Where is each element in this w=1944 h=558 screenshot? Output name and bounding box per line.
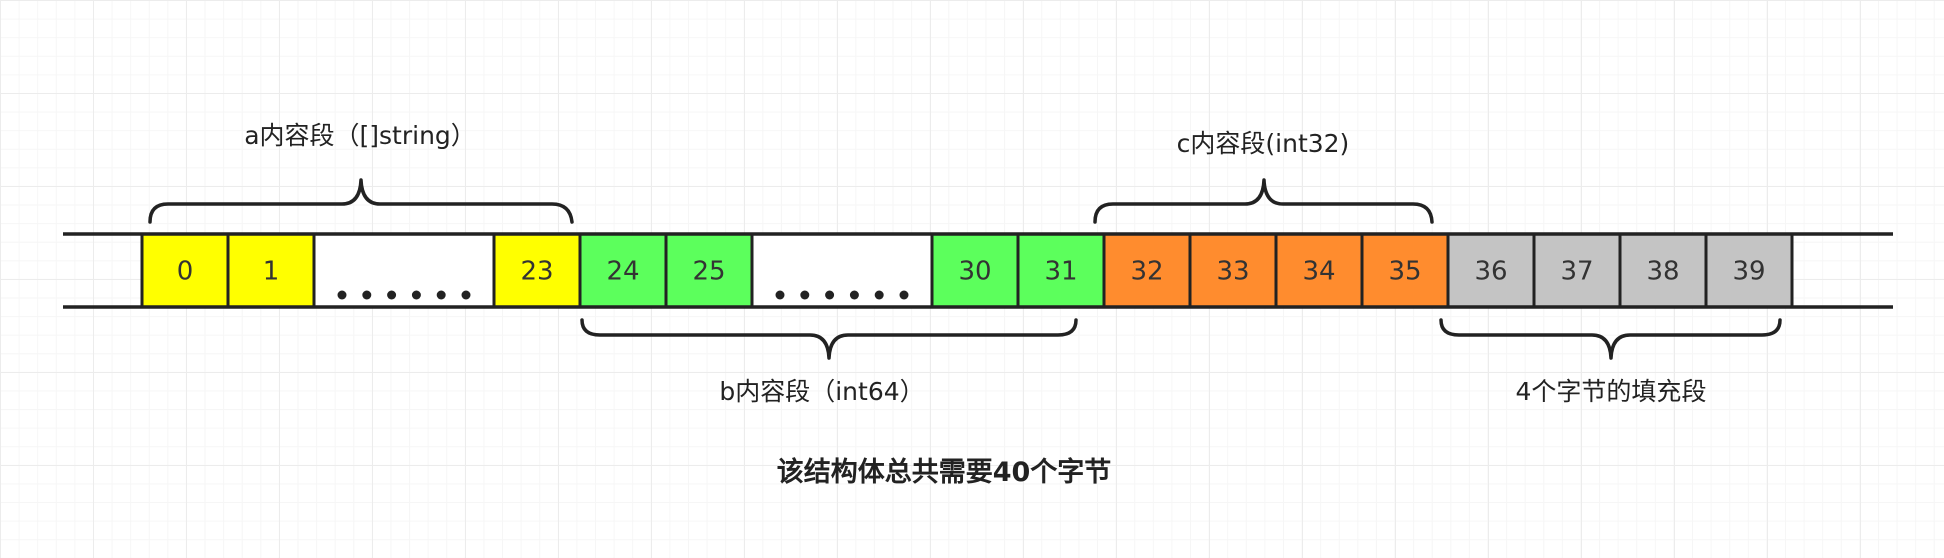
- byte-index-label: 23: [520, 257, 553, 287]
- byte-cell: 37: [1532, 232, 1622, 309]
- ellipsis-dot: [411, 290, 421, 300]
- ellipsis-dot: [461, 290, 471, 300]
- cell-rect: [1274, 232, 1364, 309]
- ellipsis-dot: [387, 290, 397, 300]
- cell-rect: [930, 232, 1020, 309]
- byte-index-label: 31: [1044, 257, 1077, 287]
- b-segment-brace: [580, 318, 1078, 360]
- byte-cell: 25: [664, 232, 754, 309]
- byte-index-label: 35: [1388, 257, 1421, 287]
- total-size-caption: 该结构体总共需要40个字节: [777, 456, 1112, 488]
- ellipsis-dot: [849, 290, 859, 300]
- a-segment-brace: [148, 178, 574, 224]
- ellipsis-gap: [750, 232, 934, 309]
- cell-rect: [664, 232, 754, 309]
- byte-index-label: 32: [1130, 257, 1163, 287]
- padding-segment-label: 4个字节的填充段: [1516, 377, 1707, 406]
- a-segment-label: a内容段（[]string）: [244, 121, 476, 150]
- byte-index-label: 36: [1474, 257, 1507, 287]
- byte-index-label: 24: [606, 257, 639, 287]
- byte-index-label: 0: [177, 257, 194, 287]
- ellipsis-dot: [436, 290, 446, 300]
- byte-cell: 24: [578, 232, 668, 309]
- byte-cell: 34: [1274, 232, 1364, 309]
- cell-rect: [1102, 232, 1192, 309]
- cell-rect: [1704, 232, 1794, 309]
- byte-index-label: 33: [1216, 257, 1249, 287]
- c-segment-label: c内容段(int32): [1177, 129, 1350, 158]
- c-segment-brace: [1093, 178, 1434, 224]
- ellipsis-dot: [825, 290, 835, 300]
- cell-rect: [1618, 232, 1708, 309]
- byte-cell: 38: [1618, 232, 1708, 309]
- byte-cell: 30: [930, 232, 1020, 309]
- byte-cell: 39: [1704, 232, 1794, 309]
- byte-cell: 33: [1188, 232, 1278, 309]
- byte-index-label: 25: [692, 257, 725, 287]
- memory-cells: 0 1 23 24 25 30 31 32 33 34 35 36 37 38 39: [140, 232, 1794, 309]
- byte-index-label: 30: [958, 257, 991, 287]
- byte-index-label: 1: [263, 257, 280, 287]
- ellipsis-gap: [312, 232, 496, 309]
- byte-cell: 32: [1102, 232, 1192, 309]
- ellipsis-dot: [337, 290, 347, 300]
- ellipsis-dot: [800, 290, 810, 300]
- ellipsis-dot: [899, 290, 909, 300]
- ellipsis-dot: [874, 290, 884, 300]
- byte-cell: 23: [492, 232, 582, 309]
- b-segment-label: b内容段（int64）: [719, 377, 924, 406]
- ellipsis-dot: [775, 290, 785, 300]
- byte-index-label: 34: [1302, 257, 1335, 287]
- byte-index-label: 39: [1732, 257, 1765, 287]
- byte-index-label: 37: [1560, 257, 1593, 287]
- byte-cell: 31: [1016, 232, 1106, 309]
- padding-segment-brace: [1439, 318, 1782, 360]
- byte-cell: 1: [226, 232, 316, 309]
- ellipsis-dot: [362, 290, 372, 300]
- byte-index-label: 38: [1646, 257, 1679, 287]
- byte-cell: 36: [1446, 232, 1536, 309]
- byte-cell: 0: [140, 232, 230, 309]
- byte-cell: 35: [1360, 232, 1450, 309]
